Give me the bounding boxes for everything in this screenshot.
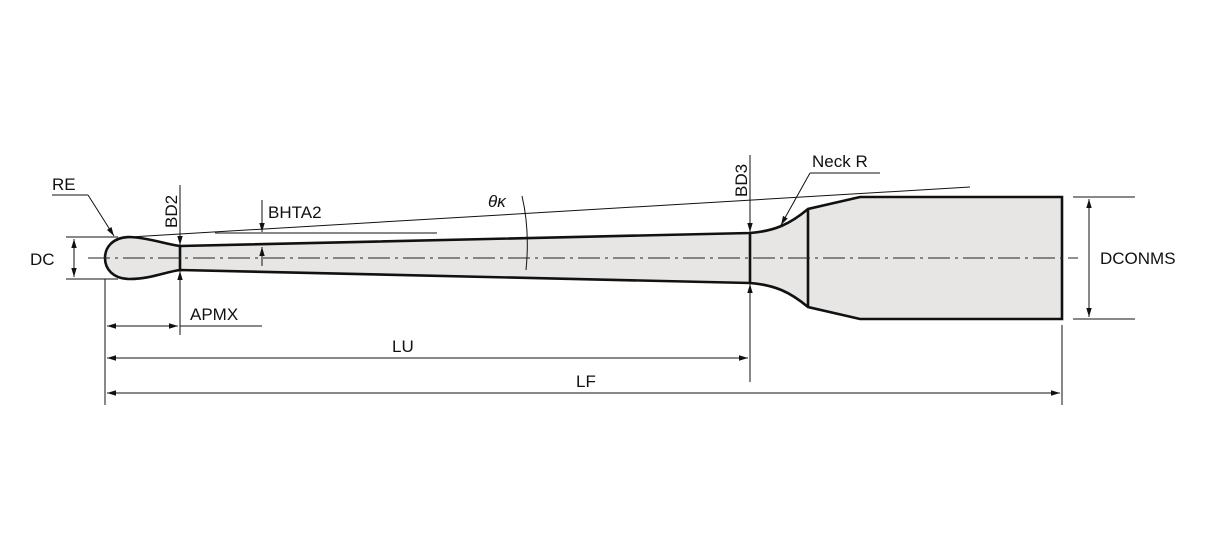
bd3-label: BD3	[732, 164, 751, 197]
apmx-label: APMX	[190, 305, 238, 324]
lf-label: LF	[576, 372, 596, 391]
neck-r-label: Neck R	[812, 152, 868, 171]
dconms-label: DCONMS	[1100, 249, 1176, 268]
dc-label: DC	[30, 250, 55, 269]
theta-arc	[521, 195, 528, 271]
neck-r-leader-arrow	[780, 172, 811, 226]
lu-label: LU	[392, 337, 414, 356]
theta-kappa-label: θκ	[488, 192, 507, 211]
taper-reference-line	[129, 186, 971, 238]
re-label: RE	[52, 175, 76, 194]
bd2-label: BD2	[162, 195, 181, 228]
re-leader-arrow	[87, 194, 115, 237]
bhta2-label: BHTA2	[268, 203, 322, 222]
